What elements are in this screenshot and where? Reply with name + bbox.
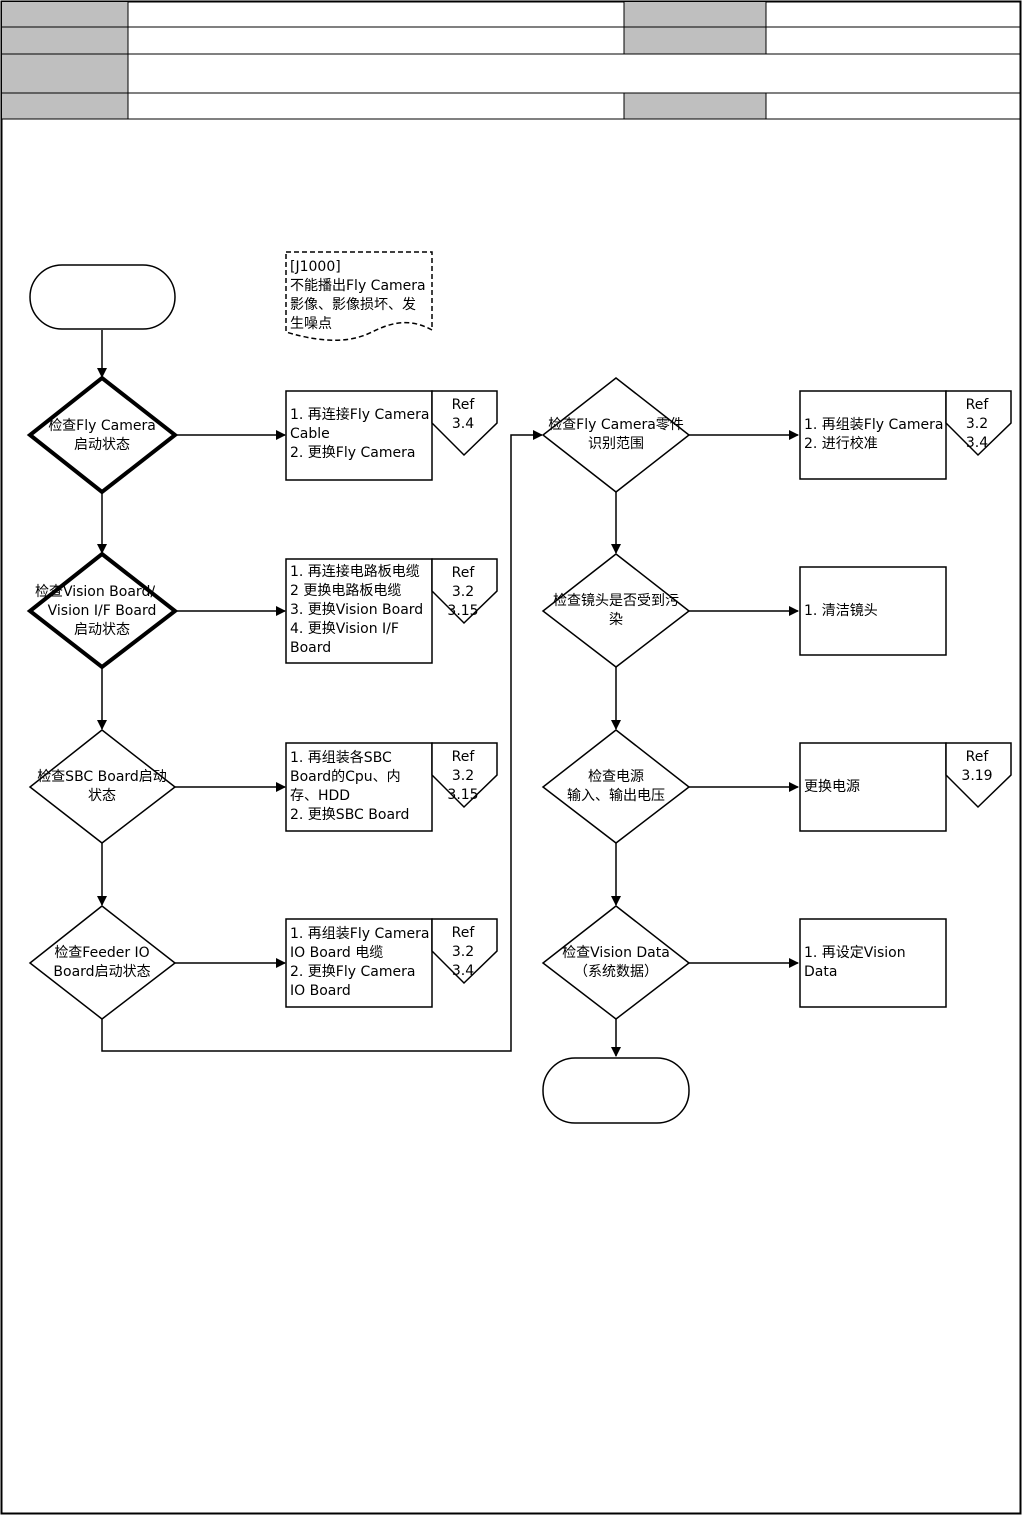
decision-check-vision-data xyxy=(541,905,691,1020)
ref-l1-line-2: 3.4 xyxy=(452,416,474,432)
decision-r3-line-1: 检查电源 xyxy=(588,769,644,785)
action-l1-line-1: 1. 再连接Fly Camera xyxy=(290,406,429,423)
decision-r1-line-2: 识别范围 xyxy=(588,435,644,452)
action-box-l4 xyxy=(285,918,433,1008)
symptom-note-line-2: 不能播出Fly Camera xyxy=(290,278,426,294)
ref-tag-l4 xyxy=(431,918,498,985)
decision-r3-line-2: 输入、输出电压 xyxy=(567,788,665,804)
action-l3-line-3: 存、HDD xyxy=(290,788,350,804)
action-box-l2 xyxy=(285,558,433,664)
ref-l3-line-2: 3.2 xyxy=(452,768,474,784)
decision-r2-line-2: 染 xyxy=(609,612,623,628)
action-l3-line-2: Board的Cpu、内 xyxy=(290,769,401,785)
action-l2-line-3: 3. 更换Vision Board xyxy=(290,601,423,618)
ref-r3-line-1: Ref xyxy=(966,749,990,765)
action-l1-line-2: Cable xyxy=(290,426,330,442)
ref-tag-l2 xyxy=(431,558,498,625)
action-l2-line-5: Board xyxy=(290,640,331,656)
decision-r4-line-1: 检查Vision Data xyxy=(562,945,670,961)
decision-r1-line-1: 检查Fly Camera零件 xyxy=(548,417,684,433)
ref-r1-line-3: 3.4 xyxy=(966,435,988,451)
action-box-l3 xyxy=(285,742,433,832)
symptom-note-shape xyxy=(285,251,433,341)
ref-l3-line-3: 3.15 xyxy=(447,787,478,803)
decision-check-lens-contamination xyxy=(541,553,691,668)
decision-l1-line-2: 启动状态 xyxy=(74,437,130,453)
action-l2-line-1: 1. 再连接电路板电缆 xyxy=(290,563,420,580)
action-l1-line-3: 2. 更换Fly Camera xyxy=(290,444,415,461)
ref-l4-line-3: 3.4 xyxy=(452,963,474,979)
symptom-note-line-3: 影像、影像损坏、发 xyxy=(290,297,416,313)
decision-l3-line-1: 检查SBC Board启动 xyxy=(37,769,167,785)
action-r4-line-1: 1. 再设定Vision xyxy=(804,945,906,961)
header-label-cell xyxy=(2,2,128,27)
ref-r1-line-2: 3.2 xyxy=(966,416,988,432)
decision-l2-line-1: 检查Vision Board/ xyxy=(35,584,155,600)
ref-l3-line-1: Ref xyxy=(452,749,476,765)
ref-l2-line-3: 3.15 xyxy=(447,603,478,619)
ref-l2-line-1: Ref xyxy=(452,565,476,581)
header-table xyxy=(2,2,1021,120)
action-box-r3 xyxy=(799,742,947,832)
end-terminator xyxy=(542,1057,690,1124)
ref-tag-r3 xyxy=(945,742,1012,809)
action-r1-line-1: 1. 再组装Fly Camera xyxy=(804,417,943,433)
ref-l1-line-1: Ref xyxy=(452,397,476,413)
ref-l2-line-2: 3.2 xyxy=(452,584,474,600)
decision-l4-line-1: 检查Feeder IO xyxy=(54,945,149,961)
decision-check-part-recognition-range xyxy=(541,377,691,493)
decision-r2-line-1: 检查镜头是否受到污 xyxy=(553,593,679,609)
decision-l3-line-2: 状态 xyxy=(88,788,116,804)
action-l4-line-2: IO Board 电缆 xyxy=(290,945,383,961)
decision-l1-line-1: 检查Fly Camera xyxy=(48,418,156,434)
action-l4-line-1: 1. 再组装Fly Camera xyxy=(290,926,429,942)
connectors xyxy=(97,330,799,1057)
header-label-cell xyxy=(2,54,128,93)
decision-l2-line-2: Vision I/F Board xyxy=(48,603,157,619)
header-label-cell xyxy=(624,27,766,54)
action-l2-line-4: 4. 更换Vision I/F xyxy=(290,620,399,637)
decision-l2-line-3: 启动状态 xyxy=(74,622,130,638)
header-label-cell xyxy=(2,93,128,119)
action-l4-line-4: IO Board xyxy=(290,983,351,999)
symptom-note-line-4: 生噪点 xyxy=(290,316,332,332)
ref-l4-line-2: 3.2 xyxy=(452,944,474,960)
ref-tag-l3 xyxy=(431,742,498,809)
header-label-cell xyxy=(2,27,128,54)
decision-l4-line-2: Board启动状态 xyxy=(53,964,150,980)
action-r2-line-1: 1. 清洁镜头 xyxy=(804,603,878,619)
ref-r1-line-1: Ref xyxy=(966,397,990,413)
ref-tag-r1 xyxy=(945,390,1012,457)
ref-l4-line-1: Ref xyxy=(452,925,476,941)
action-box-r2 xyxy=(799,566,947,656)
action-box-r1 xyxy=(799,390,947,480)
action-r4-line-2: Data xyxy=(804,964,837,980)
decision-check-fly-camera-startup xyxy=(26,375,179,495)
start-terminator xyxy=(29,264,176,330)
decision-check-vision-board-startup xyxy=(26,551,179,670)
action-box-l1 xyxy=(285,390,433,481)
symptom-note-line-1: [J1000] xyxy=(290,259,341,275)
action-l4-line-3: 2. 更换Fly Camera xyxy=(290,963,415,980)
header-label-cell xyxy=(624,93,766,119)
action-l3-line-1: 1. 再组装各SBC xyxy=(290,750,392,766)
decision-check-sbc-board-startup xyxy=(28,729,177,844)
action-l2-line-2: 2 更换电路板电缆 xyxy=(290,582,401,599)
decision-check-power-voltage xyxy=(541,729,691,844)
action-r3-line-1: 更换电源 xyxy=(804,778,860,795)
action-l3-line-4: 2. 更换SBC Board xyxy=(290,806,409,823)
arrow-check4-to-right-column xyxy=(101,430,543,1052)
ref-tag-l1 xyxy=(431,390,498,457)
decision-check-feeder-io-board-startup xyxy=(28,905,177,1020)
action-box-r4 xyxy=(799,918,947,1008)
header-label-cell xyxy=(624,2,766,27)
ref-r3-line-2: 3.19 xyxy=(961,768,992,784)
decision-r4-line-2: （系统数据） xyxy=(574,964,658,980)
action-r1-line-2: 2. 进行校准 xyxy=(804,435,878,452)
